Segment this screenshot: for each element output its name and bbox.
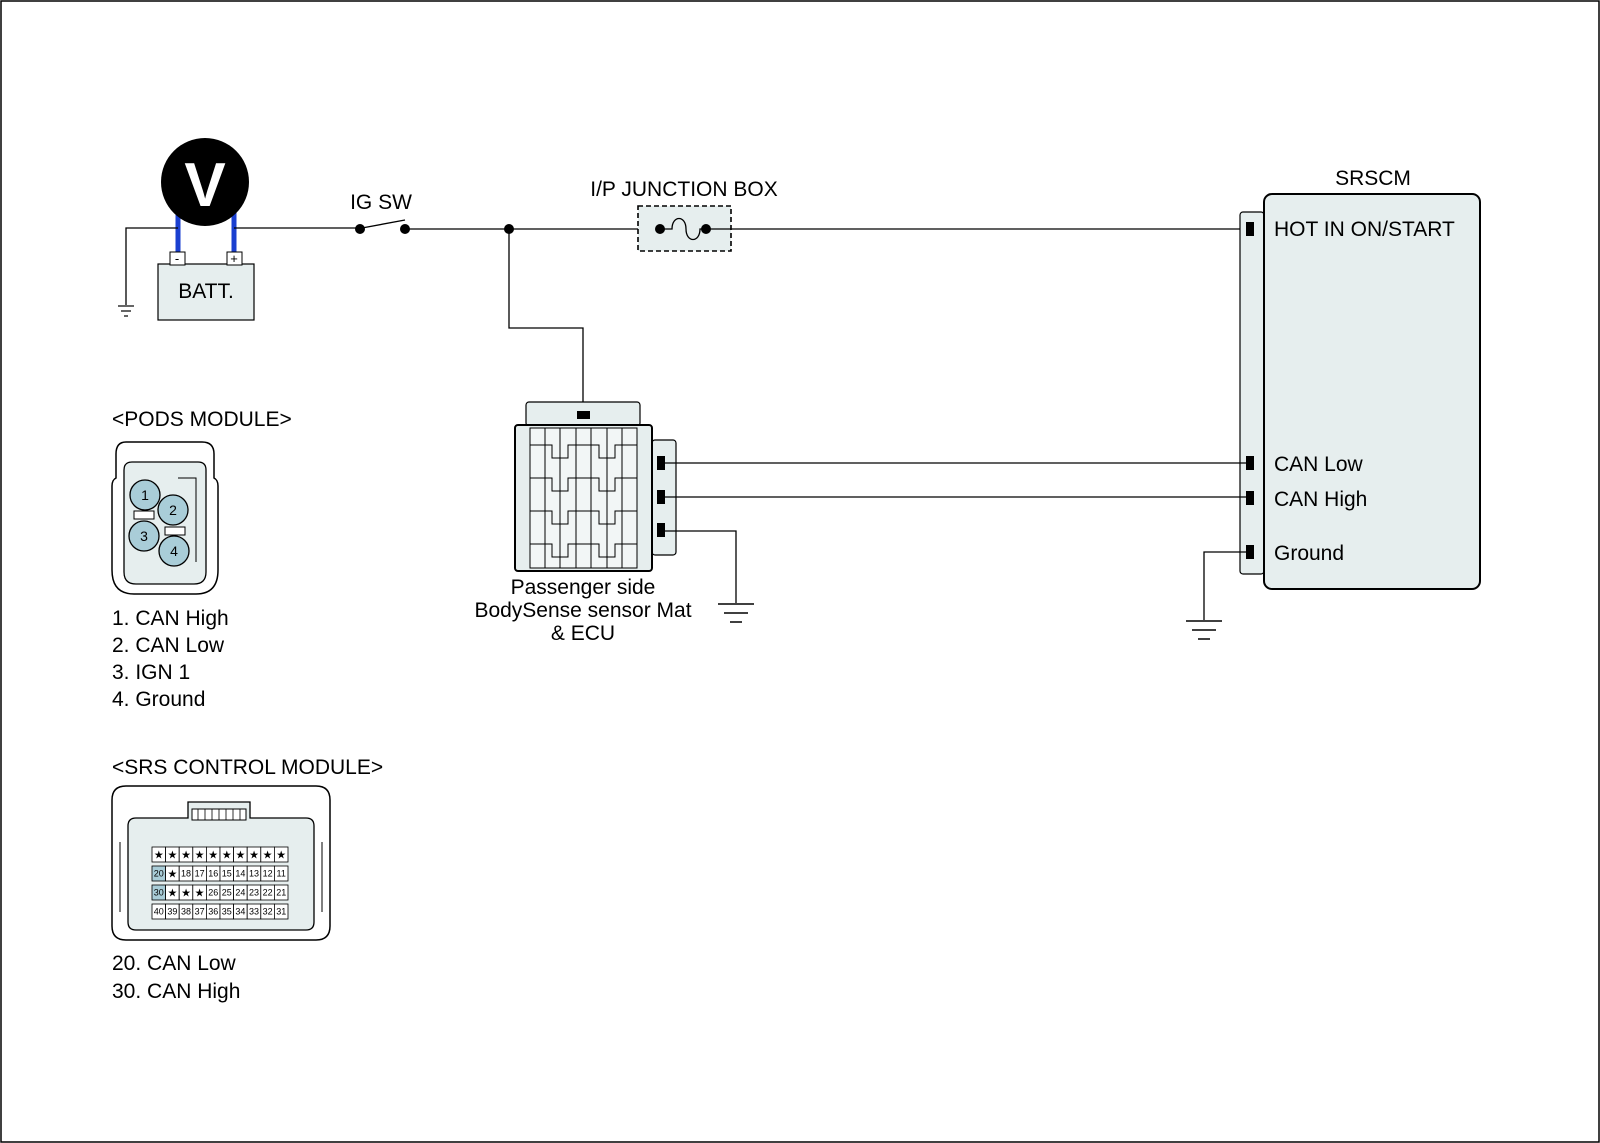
srs-pin-label: 39 (167, 907, 177, 917)
pods-pin-1: 1 (141, 487, 149, 503)
srs-pin-label: 22 (263, 888, 273, 898)
srs-pin-label: 16 (208, 869, 218, 879)
battery-label: BATT. (178, 280, 234, 303)
srs-pin-label: 21 (276, 888, 286, 898)
ignition-to-ecu-wire (508, 229, 584, 412)
srs-pin-cell (273, 903, 289, 920)
battery-pos-terminal: + (230, 251, 238, 266)
srs-pin-label: 26 (208, 888, 218, 898)
srs-pin-label: ★ (235, 850, 245, 862)
voltmeter-label: V (184, 151, 225, 220)
srs-pin-label: ★ (167, 869, 177, 881)
srs-pin-label: ★ (181, 888, 191, 900)
srs-pin-cell (273, 884, 289, 901)
srs-pin-label: 20 (154, 869, 164, 879)
pods-pin-2: 2 (169, 502, 177, 518)
junction-box: I/P JUNCTION BOX (590, 178, 778, 252)
pods-pin-desc-2: 2. CAN Low (112, 634, 225, 657)
srs-pin-label: 14 (235, 869, 245, 879)
ecu-label-line2: BodySense sensor Mat (474, 599, 691, 622)
srscm-body (1263, 193, 1481, 590)
srs-pin-label: 13 (249, 869, 259, 879)
srs-pin-label: 35 (222, 907, 232, 917)
srs-pin-label: ★ (249, 850, 259, 862)
srs-pin-label: 18 (181, 869, 191, 879)
srscm-title: SRSCM (1335, 167, 1411, 190)
srs-pin-label: 17 (195, 869, 205, 879)
pods-pin-desc-4: 4. Ground (112, 688, 205, 711)
srs-pin-label: 25 (222, 888, 232, 898)
srs-pin-label: ★ (167, 888, 177, 900)
srs-pin-label: ★ (208, 850, 218, 862)
srs-pin-label: 34 (235, 907, 245, 917)
sensor-mat-pattern (529, 427, 638, 569)
pods-pin-3: 3 (140, 528, 148, 544)
srs-pin-cell (273, 846, 289, 863)
srs-pin-label: 23 (249, 888, 259, 898)
srs-pin-label: ★ (222, 850, 232, 862)
srs-pin-cell (273, 865, 289, 882)
srs-pin-label: ★ (263, 850, 273, 862)
srscm-pin-can-high: CAN High (1274, 488, 1367, 511)
srs-pin-label: 37 (195, 907, 205, 917)
battery-neg-terminal: - (175, 251, 179, 266)
srs-pin-label: 15 (222, 869, 232, 879)
ecu-label-line1: Passenger side (511, 576, 656, 599)
srscm-pin-can-low: CAN Low (1274, 453, 1364, 476)
srs-pin-label: 30 (154, 888, 164, 898)
pods-module-title: <PODS MODULE> (112, 408, 292, 431)
fuse-icon (660, 217, 706, 241)
pods-pin-desc-1: 1. CAN High (112, 607, 229, 630)
srs-pin-label: 32 (263, 907, 273, 917)
ignition-switch: IG SW (350, 191, 412, 234)
srs-pin-label: ★ (276, 850, 286, 862)
srscm-ground-icon (1186, 620, 1222, 640)
srs-module-title: <SRS CONTROL MODULE> (112, 756, 383, 779)
battery-ground-icon (118, 305, 134, 317)
srs-pin-label: 11 (277, 869, 286, 879)
srs-pin-label: 36 (208, 907, 218, 917)
pods-pin-4: 4 (170, 543, 178, 559)
srs-pin-desc-20: 20. CAN Low (112, 952, 237, 975)
srs-pin-label: ★ (181, 850, 191, 862)
srs-pin-label: ★ (167, 850, 177, 862)
srs-pin-label: ★ (195, 888, 205, 900)
srscm-pin-hot-in: HOT IN ON/START (1274, 218, 1455, 241)
srscm-ground-wire (1203, 551, 1246, 620)
voltmeter-icon (161, 138, 249, 226)
ig-switch-label: IG SW (350, 191, 412, 214)
srs-pin-label: 38 (181, 907, 191, 917)
pods-pin-desc-3: 3. IGN 1 (112, 661, 190, 684)
srs-pin-label: 31 (276, 907, 286, 917)
battery: V - + BATT. (118, 138, 255, 321)
srs-pin-label: ★ (195, 850, 205, 862)
srscm-pin-ground: Ground (1274, 542, 1344, 565)
srscm-module: SRSCM HOT IN ON/START CAN Low CAN High G… (1239, 167, 1481, 590)
srs-pin-label: ★ (154, 850, 164, 862)
srs-pin-label: 40 (154, 907, 164, 917)
srs-pin-label: 33 (249, 907, 259, 917)
srs-pin-label: 12 (263, 869, 273, 879)
srscm-connector (1239, 211, 1265, 575)
ecu-ground-icon (718, 603, 754, 623)
ecu-ground-wire (665, 530, 737, 603)
srs-pin-desc-30: 30. CAN High (112, 980, 240, 1003)
junction-box-label: I/P JUNCTION BOX (590, 178, 777, 201)
battery-body (157, 263, 255, 321)
bodysense-ecu: Passenger side BodySense sensor Mat & EC… (474, 401, 692, 645)
ecu-label-line3: & ECU (551, 622, 615, 645)
srs-pin-label: 24 (235, 888, 245, 898)
pods-connector-icon: 1 2 3 4 (111, 441, 219, 595)
